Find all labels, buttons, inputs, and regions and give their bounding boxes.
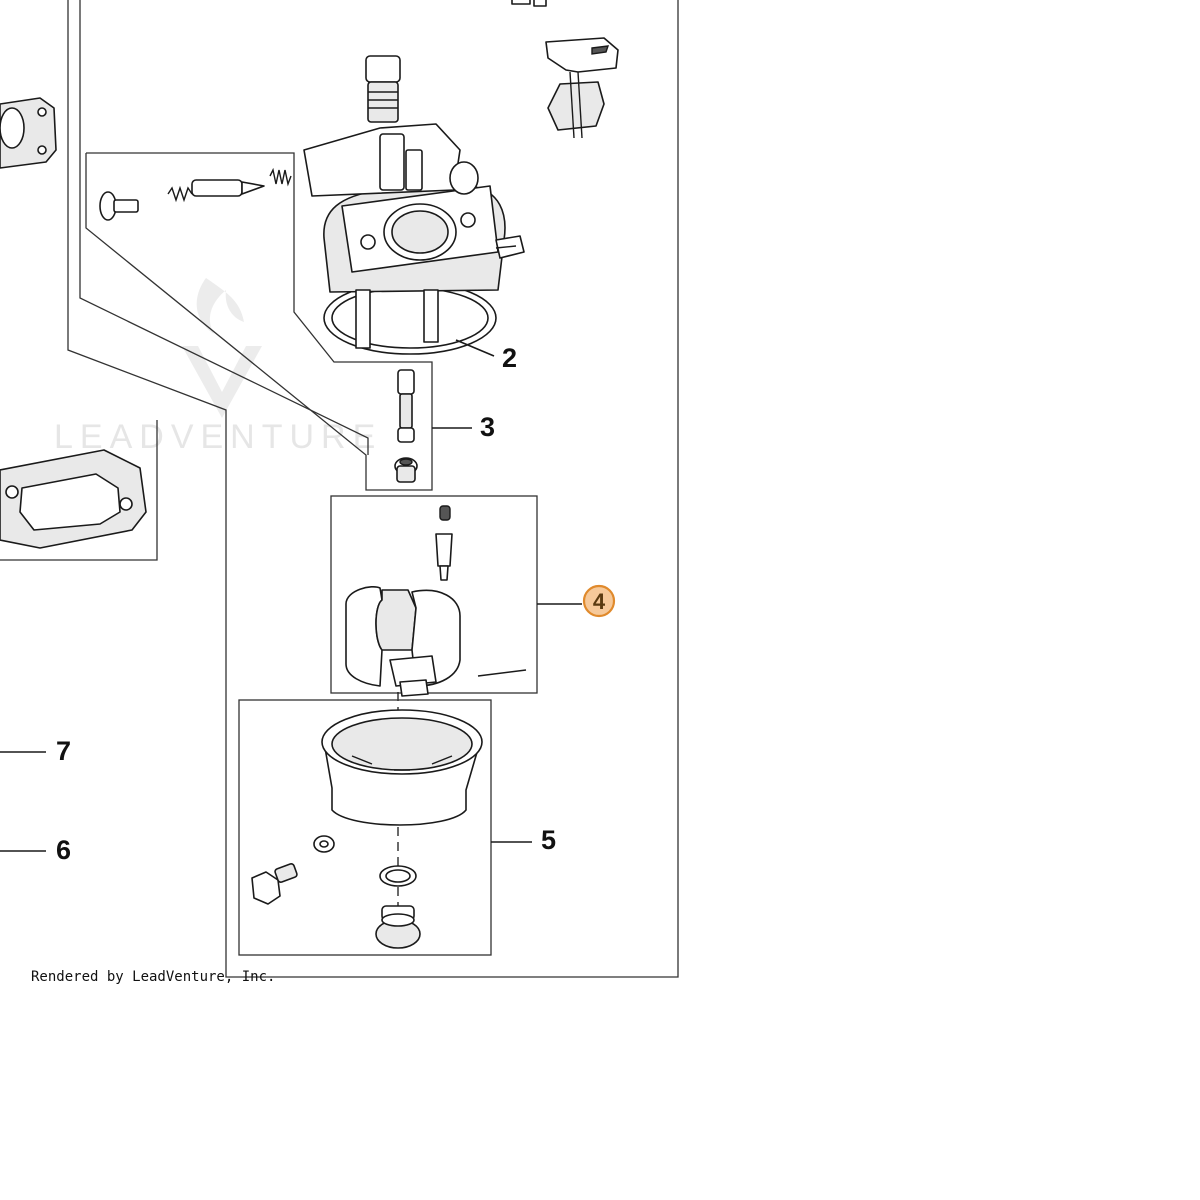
callout-4: 4 (537, 584, 616, 618)
watermark: LEADVENTURE (54, 278, 382, 456)
gasket-top-left (0, 97, 57, 169)
pan-screw-part (99, 191, 139, 221)
screw-kit-box (85, 152, 433, 491)
float-kit-box (330, 495, 538, 697)
callout-2-label: 2 (502, 343, 517, 373)
assembly-frame (0, 0, 679, 978)
float-bowl-part (321, 709, 483, 826)
callout-7: 7 (0, 736, 71, 766)
spring-part (269, 167, 292, 187)
callout-4-label: 4 (593, 589, 606, 614)
float-pin-part (477, 669, 527, 677)
lever-part-top (511, 0, 547, 7)
drain-gasket-part (379, 865, 417, 887)
choke-lever-part (545, 37, 619, 139)
callout-3: 3 (432, 412, 495, 442)
fuel-fitting-part (365, 55, 401, 123)
callout-3-label: 3 (480, 412, 495, 442)
drain-screw-part (375, 905, 421, 949)
callout-4-highlight (582, 584, 616, 618)
spring-small-part (167, 185, 193, 203)
callout-5-label: 5 (541, 825, 556, 855)
pilot-screw-part (191, 179, 265, 197)
callout-6: 6 (0, 835, 71, 865)
callout-5: 5 (491, 825, 556, 855)
callout-7-label: 7 (56, 736, 71, 766)
callout-6-label: 6 (56, 835, 71, 865)
gasket-mid-left (0, 449, 147, 549)
float-needle-jet-part (435, 505, 453, 581)
float-part (345, 586, 461, 697)
float-needle-part (394, 369, 418, 483)
watermark-text: LEADVENTURE (54, 418, 382, 456)
carburetor-body-part (303, 123, 525, 355)
bowl-bolt-part (251, 863, 298, 905)
callout-2: 2 (455, 339, 517, 373)
credit-text: Rendered by LeadVenture, Inc. (31, 969, 275, 985)
float-bowl-box (238, 699, 492, 956)
watermark-logo-icon (182, 278, 262, 418)
washer-part (313, 835, 335, 853)
